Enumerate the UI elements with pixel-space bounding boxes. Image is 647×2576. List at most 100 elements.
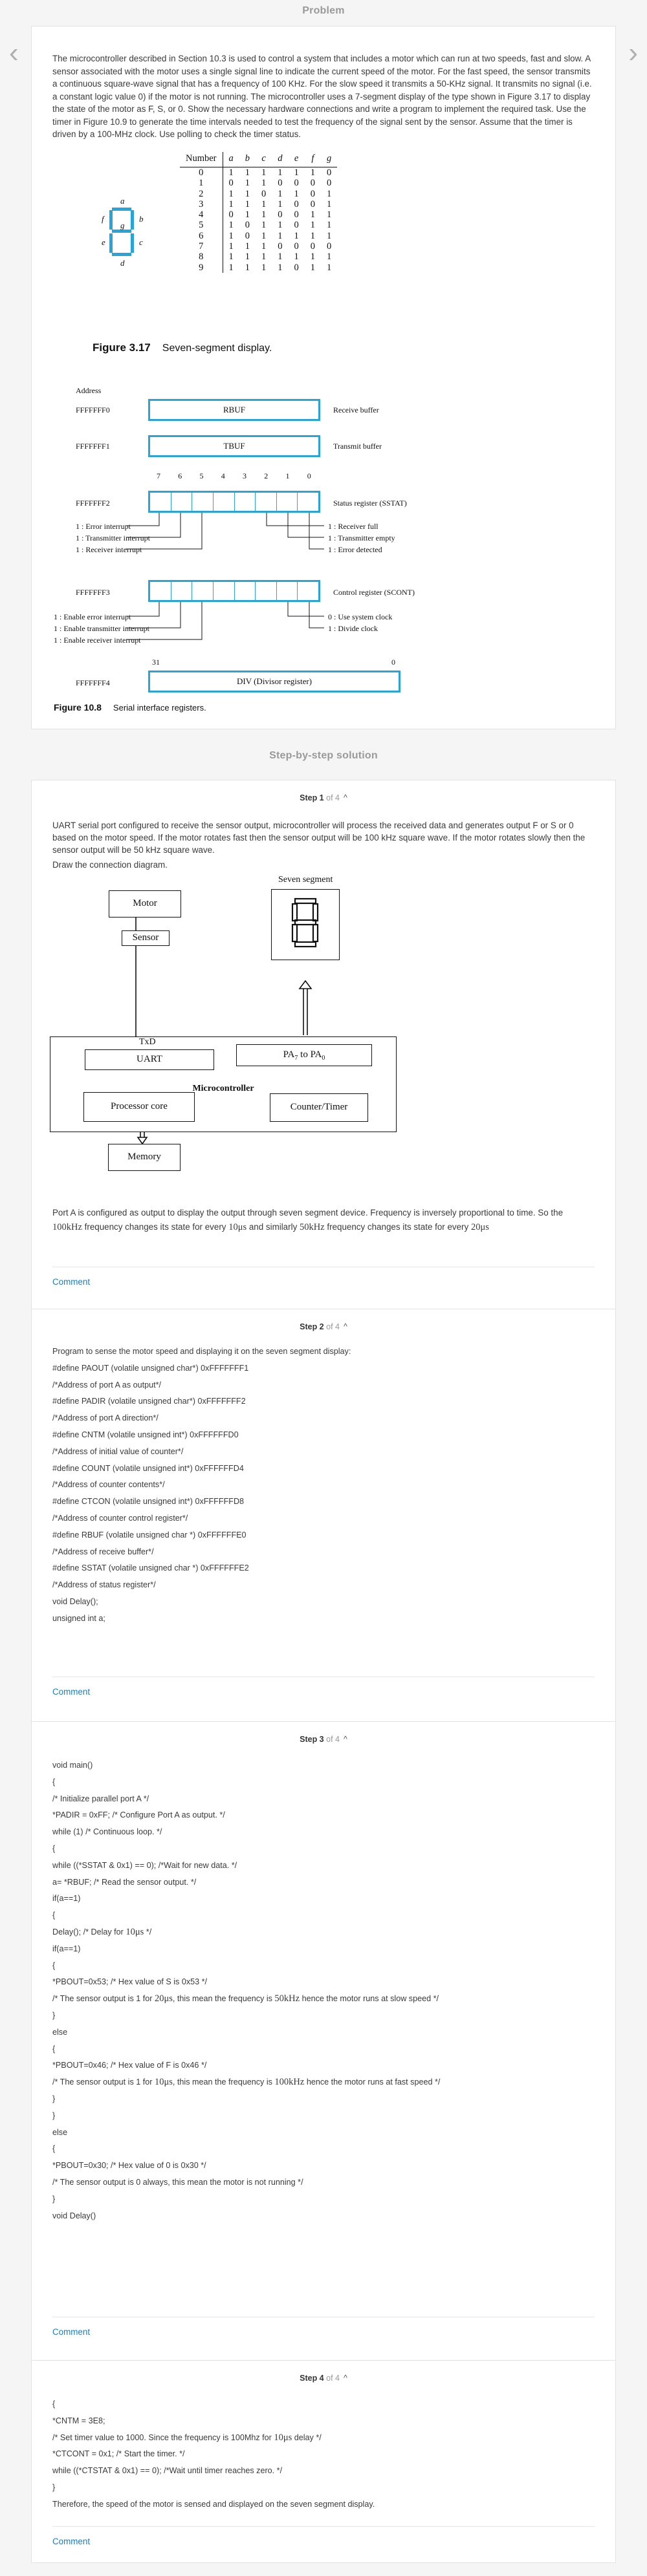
code-line: unsigned int a;: [52, 1613, 105, 1623]
chevron-up-icon[interactable]: ^: [343, 793, 347, 802]
segment-table-header: f: [311, 153, 314, 164]
segment-table-cell: 1: [228, 252, 234, 263]
step-4-header[interactable]: Step 4 of 4^: [32, 2361, 615, 2383]
segment-table-header: d: [278, 153, 283, 164]
segment-table-cell: 1: [327, 230, 332, 241]
segment-table-header: a: [228, 153, 234, 164]
code-line: #define PAOUT (volatile unsigned char*) …: [52, 1363, 249, 1373]
step-1-card: Step 1 of 4^ UART serial port configured…: [31, 780, 616, 1310]
segment-table-cell: 1: [245, 167, 250, 178]
sstat-error-interrupt: 1 : Error interrupt: [76, 522, 131, 531]
code-line: }: [52, 2110, 56, 2120]
step-1-comment-link[interactable]: Comment: [52, 1277, 91, 1287]
segment-table-cell: 1: [310, 252, 316, 263]
segment-table-cell: 5: [180, 220, 223, 231]
segment-table-cell: 1: [294, 252, 299, 263]
segment-table-cell: 4: [180, 209, 223, 220]
div-address: FFFFFFF4: [76, 678, 110, 687]
segment-table-cell: 1: [245, 252, 250, 263]
segment-table-cell: 1: [228, 167, 234, 178]
step-1-of: of 4: [326, 793, 340, 802]
chevron-up-icon[interactable]: ^: [343, 1735, 347, 1744]
scont-enable-error-interrupt: 1 : Enable error interrupt: [54, 612, 131, 621]
code-line: }: [52, 2194, 56, 2204]
segment-table-header: b: [245, 153, 250, 164]
code-line: /*Address of counter control register*/: [52, 1513, 188, 1523]
sstat-register: [148, 491, 320, 513]
sstat-transmitter-empty: 1 : Transmitter empty: [328, 533, 395, 542]
segment-table-cell: 0: [294, 220, 299, 231]
segment-table-cell: 1: [261, 209, 267, 220]
step-1-header[interactable]: Step 1 of 4^: [32, 780, 615, 802]
bit-label: 4: [221, 471, 225, 480]
bit-label: 2: [264, 471, 269, 480]
scont-enable-transmitter-interrupt: 1 : Enable transmitter interrupt: [54, 624, 149, 633]
address-header: Address: [76, 386, 102, 395]
segment-table-cell: 1: [278, 230, 283, 241]
register-leader-lines: [126, 513, 324, 640]
code-line: Therefore, the speed of the motor is sen…: [52, 2499, 375, 2509]
code-line: /*Address of initial value of counter*/: [52, 1446, 184, 1456]
segment-table-cell: 1: [245, 178, 250, 189]
code-line: }: [52, 2482, 56, 2492]
segment-table-cell: 1: [278, 199, 283, 209]
segment-table-cell: 1: [310, 230, 316, 241]
counter-timer-box: Counter/Timer: [270, 1093, 368, 1122]
bit-label: 5: [199, 471, 204, 480]
chevron-up-icon[interactable]: ^: [343, 1322, 347, 1331]
bit-label: 6: [178, 471, 182, 480]
code-line: /*Address of status register*/: [52, 1580, 156, 1590]
problem-text: The microcontroller described in Section…: [52, 54, 592, 139]
segment-table-cell: 1: [310, 220, 316, 231]
prev-arrow-icon[interactable]: ‹: [9, 37, 19, 69]
segment-table-cell: 0: [180, 167, 223, 178]
port-a-box: PA7 to PA0: [236, 1044, 372, 1066]
step-1-paragraph-1: UART serial port configured to receive t…: [52, 821, 586, 855]
segment-e-label: e: [102, 237, 105, 247]
segment-table-cell: 1: [228, 241, 234, 252]
segment-d-label: d: [120, 258, 125, 268]
segment-table-cell: 1: [327, 252, 332, 263]
chevron-up-icon[interactable]: ^: [343, 2374, 347, 2383]
step-3-header[interactable]: Step 3 of 4^: [32, 1722, 615, 1744]
seven-segment-digit-icon: [291, 897, 319, 948]
step-3-comment-link[interactable]: Comment: [52, 2327, 91, 2337]
step-2-header[interactable]: Step 2 of 4^: [32, 1309, 615, 1331]
segment-table-cell: 7: [180, 241, 223, 252]
segment-table-cell: 0: [327, 178, 332, 189]
segment-table-cell: 1: [245, 188, 250, 199]
step-2-label: Step 2: [300, 1322, 324, 1331]
code-line: a= *RBUF; /* Read the sensor output. */: [52, 1877, 197, 1887]
connection-diagram: Motor Sensor Seven segment Microcontroll…: [32, 875, 617, 1201]
code-line: void Delay();: [52, 1596, 98, 1606]
scont-address: FFFFFFF3: [76, 588, 110, 597]
segment-table-cell: 1: [261, 241, 267, 252]
sstat-receiver-interrupt: 1 : Receiver interrupt: [76, 545, 142, 554]
code-line: {: [52, 1843, 56, 1853]
code-line: {: [52, 2399, 56, 2409]
segment-table-cell: 0: [294, 178, 299, 189]
code-line: }: [52, 2010, 56, 2020]
step-3-code: void main(){/* Initialize parallel port …: [32, 1744, 615, 2226]
code-line: *PADIR = 0xFF; /* Configure Port A as ou…: [52, 1810, 225, 1820]
segment-table-cell: 0: [261, 188, 267, 199]
code-line: /* The sensor output is 1 for 20μs, this…: [52, 1993, 439, 2004]
step-1-paragraph-2: Draw the connection diagram.: [52, 860, 168, 870]
next-arrow-icon[interactable]: ›: [628, 37, 638, 69]
code-line: #define PADIR (volatile unsigned char*) …: [52, 1397, 246, 1406]
serial-interface-registers-figure: Address FFFFFFF0 RBUF Receive buffer FFF…: [32, 376, 617, 699]
segment-table-cell: 0: [245, 220, 250, 231]
segment-table-cell: 1: [327, 188, 332, 199]
segment-table-cell: 1: [327, 262, 332, 273]
code-line: Program to sense the motor speed and dis…: [52, 1347, 351, 1356]
sstat-desc: Status register (SSTAT): [333, 499, 407, 508]
segment-table-cell: 3: [180, 199, 223, 210]
step-3-of: of 4: [326, 1735, 340, 1744]
step-2-comment-link[interactable]: Comment: [52, 1687, 91, 1697]
step-4-comment-link[interactable]: Comment: [52, 2537, 91, 2546]
